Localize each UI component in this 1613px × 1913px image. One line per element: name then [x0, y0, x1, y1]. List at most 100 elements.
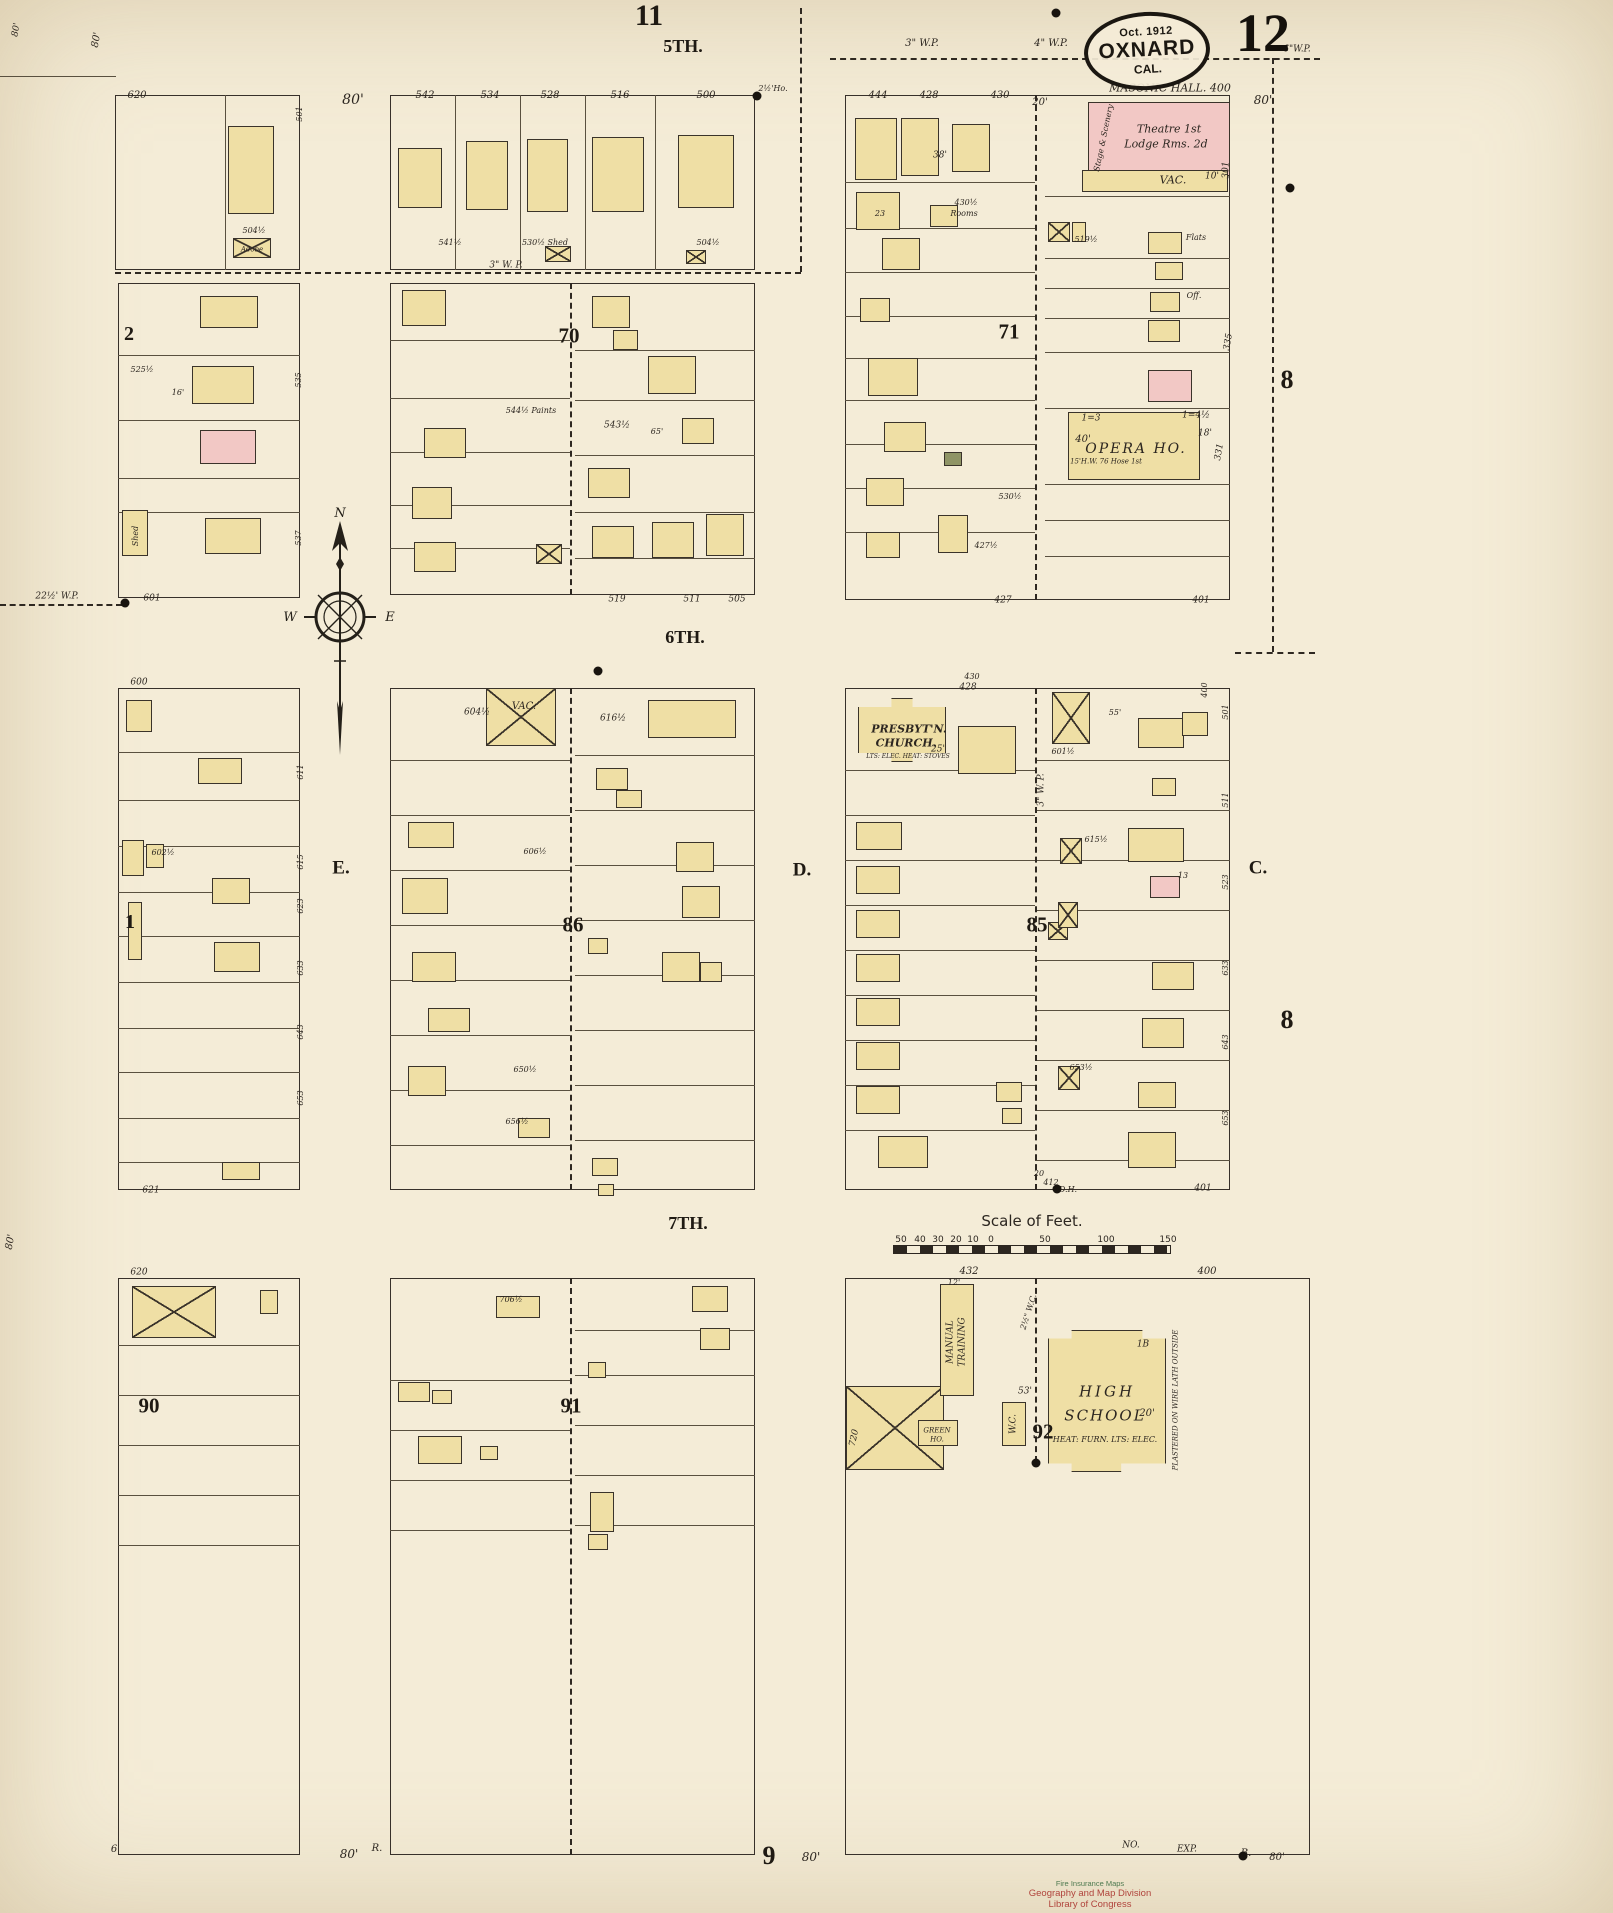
map-label: 525½ — [130, 365, 154, 374]
building — [408, 1066, 446, 1096]
building — [402, 290, 446, 326]
city-block — [845, 1278, 1310, 1855]
building — [1182, 712, 1208, 736]
hydrant-dot — [1238, 1851, 1248, 1861]
map-label: 528 — [540, 90, 560, 101]
map-label: 7TH. — [668, 1213, 708, 1233]
building — [128, 902, 142, 960]
map-label: PLASTERED ON WIRE LATH OUTSIDE — [1171, 1329, 1180, 1471]
building — [952, 124, 990, 172]
utility-pipe-line — [1035, 95, 1037, 600]
building — [930, 205, 958, 227]
building — [1138, 1082, 1176, 1108]
map-label: 80' — [801, 1850, 821, 1864]
building — [432, 1390, 452, 1404]
map-label: R. — [371, 1843, 383, 1854]
map-label: 430 — [964, 672, 980, 681]
map-label: 504½ — [696, 238, 720, 247]
lot-line — [575, 920, 755, 921]
lot-line — [390, 760, 570, 761]
lot-line — [1035, 960, 1230, 961]
map-label: 400 — [1200, 682, 1209, 698]
map-label: 511 — [1221, 792, 1230, 808]
map-label: 427½ — [974, 541, 998, 550]
building — [1150, 292, 1180, 312]
building — [233, 238, 271, 258]
lot-line — [575, 1475, 755, 1476]
building — [592, 296, 630, 328]
building — [424, 428, 466, 458]
map-label: 543½ — [604, 420, 630, 431]
map-label: 606½ — [523, 847, 547, 856]
lot-line — [118, 1345, 300, 1346]
building — [700, 1328, 730, 1350]
map-label: 80' — [10, 22, 23, 38]
building — [590, 1492, 614, 1532]
map-label: 430½ — [954, 198, 978, 207]
map-label: 611 — [296, 764, 305, 780]
building — [648, 356, 696, 394]
map-label: 616½ — [600, 713, 626, 724]
lot-line — [1035, 760, 1230, 761]
map-label: 85 — [1026, 912, 1048, 937]
utility-pipe-line — [800, 8, 802, 272]
building — [598, 1184, 614, 1196]
map-label: W.C. — [1008, 1414, 1019, 1434]
building — [856, 1042, 900, 1070]
map-label: 534 — [480, 90, 500, 101]
lot-line — [1035, 910, 1230, 911]
lot-line — [845, 400, 1035, 401]
building — [616, 790, 642, 808]
map-label: 427 — [994, 595, 1012, 606]
lot-line — [845, 995, 1035, 996]
map-label: 18' — [1198, 428, 1212, 439]
lot-line — [575, 865, 755, 866]
building — [414, 542, 456, 572]
scale-tick: 100 — [1097, 1235, 1115, 1245]
map-label: 623 — [296, 898, 305, 914]
city-block — [845, 688, 1230, 1190]
building — [408, 822, 454, 848]
map-label: 8 — [1280, 1005, 1294, 1034]
map-label: 500 — [696, 90, 716, 101]
scale-tick: 50 — [895, 1235, 907, 1245]
city-block — [390, 1278, 755, 1855]
building — [996, 1082, 1022, 1102]
map-label: 501 — [295, 106, 304, 122]
attribution-division: Geography and Map Division — [1028, 1888, 1152, 1899]
map-label: 25' — [931, 744, 945, 755]
map-label: 615½ — [1084, 835, 1108, 844]
building — [205, 518, 261, 554]
building — [200, 296, 258, 328]
lot-line — [1045, 318, 1230, 319]
building — [652, 522, 694, 558]
hydrant-dot — [1051, 8, 1061, 18]
building — [884, 422, 926, 452]
building — [592, 137, 644, 212]
map-label: 53' — [1018, 1386, 1032, 1397]
lot-line — [118, 1162, 300, 1163]
building — [1142, 1018, 1184, 1048]
map-label: 65' — [650, 427, 664, 436]
building — [592, 526, 634, 558]
map-label: VAC. — [511, 701, 537, 712]
map-label: Lodge Rms. 2d — [1124, 137, 1208, 151]
building — [1002, 1402, 1026, 1446]
lot-line — [390, 452, 570, 453]
building — [1148, 232, 1182, 254]
lot-line — [118, 1395, 300, 1396]
lot-line — [390, 980, 570, 981]
building — [700, 962, 722, 982]
map-label: EXP. — [1176, 1844, 1198, 1855]
building — [122, 840, 144, 876]
utility-pipe-line — [1035, 1278, 1037, 1462]
map-label: 600 — [130, 677, 148, 688]
hydrant-dot — [1052, 1184, 1062, 1194]
map-label: E. — [332, 857, 350, 879]
building — [882, 238, 920, 270]
map-label: 653½ — [1069, 1063, 1093, 1072]
building — [1048, 222, 1070, 242]
compass-rose-icon: N W E — [283, 506, 395, 755]
map-label: 20' — [1032, 97, 1048, 108]
hydrant-dot — [593, 666, 603, 676]
